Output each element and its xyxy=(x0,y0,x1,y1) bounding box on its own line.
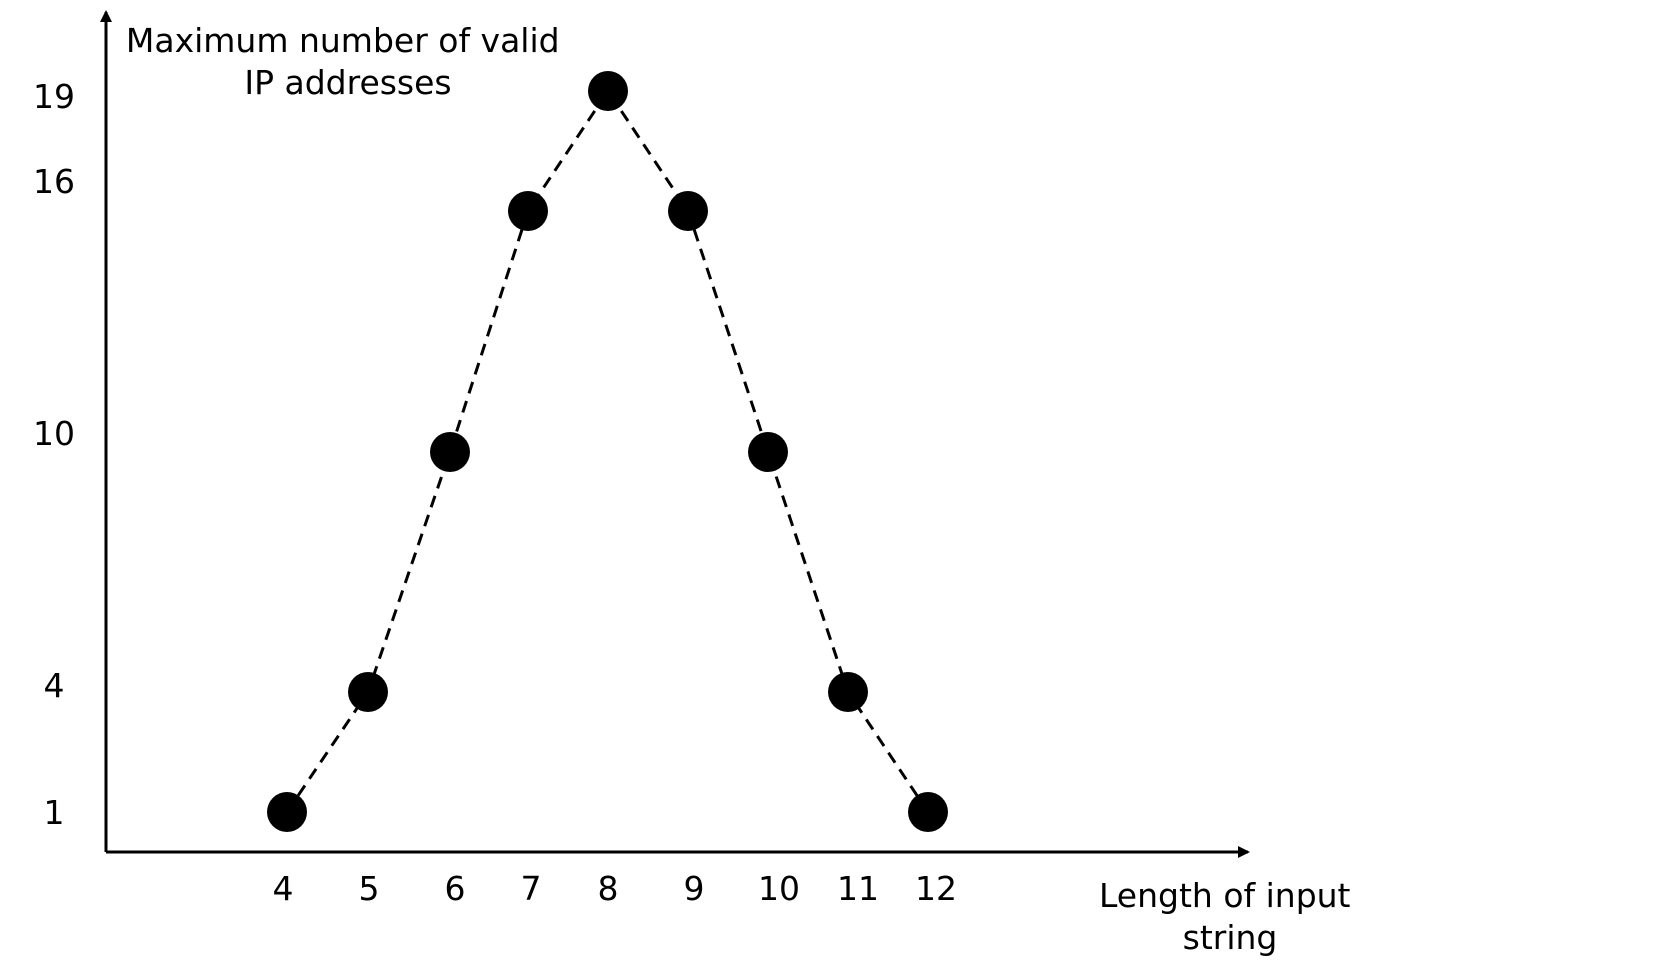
x-axis-title: Length of input string xyxy=(1099,876,1361,957)
x-tick-label: 11 xyxy=(837,869,879,908)
series-layer xyxy=(267,71,948,832)
x-tick-label: 4 xyxy=(273,869,294,908)
data-point xyxy=(748,432,788,472)
data-point xyxy=(908,792,948,832)
y-tick-label: 4 xyxy=(44,666,65,705)
data-point xyxy=(668,191,708,231)
y-tick-label: 10 xyxy=(33,414,75,453)
x-tick-labels: 4 5 6 7 8 9 10 11 12 xyxy=(273,869,958,908)
y-axis-title-line-1: Maximum number of valid xyxy=(126,21,560,60)
data-point xyxy=(348,672,388,712)
series-line xyxy=(285,88,930,813)
y-tick-label: 19 xyxy=(33,77,75,116)
data-point xyxy=(588,71,628,111)
data-point xyxy=(828,672,868,712)
x-tick-label: 7 xyxy=(521,869,542,908)
x-tick-label: 10 xyxy=(758,869,800,908)
y-tick-label: 1 xyxy=(44,793,65,832)
y-axis-title: Maximum number of valid IP addresses xyxy=(126,21,570,102)
x-axis-title-line-1: Length of input xyxy=(1099,876,1351,915)
x-tick-label: 6 xyxy=(445,869,466,908)
x-tick-label: 12 xyxy=(915,869,957,908)
x-tick-label: 5 xyxy=(359,869,380,908)
y-tick-label: 16 xyxy=(33,162,75,201)
x-tick-label: 8 xyxy=(598,869,619,908)
x-tick-label: 9 xyxy=(684,869,705,908)
data-point xyxy=(430,432,470,472)
data-point xyxy=(267,792,307,832)
y-tick-labels: 19 16 10 4 1 xyxy=(33,77,75,832)
data-point xyxy=(508,191,548,231)
y-axis-title-line-2: IP addresses xyxy=(244,63,451,102)
x-axis-title-line-2: string xyxy=(1183,918,1278,957)
